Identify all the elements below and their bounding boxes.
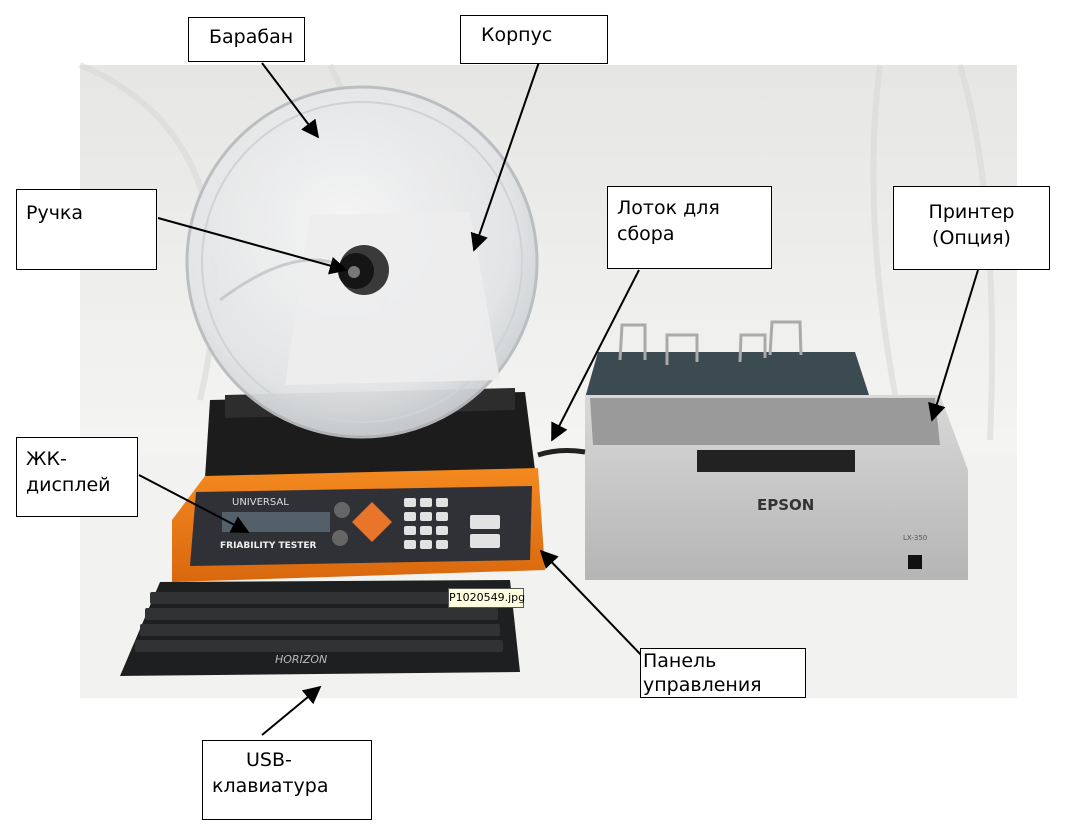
arrow-lcd: [138, 474, 250, 533]
label-keyboard-line2: клавиатура: [212, 775, 329, 797]
paper-guides: [618, 320, 803, 365]
control-panel-housing: UNIVERSAL FRIABILITY TESTER: [172, 468, 545, 582]
label-printer-line1: Принтер: [928, 201, 1015, 223]
label-tray-line1: Лоток для: [617, 197, 720, 219]
device-brand: UNIVERSAL: [232, 497, 289, 508]
label-keyboard-line1: USB-: [246, 749, 292, 771]
label-panel-line2: управления: [643, 674, 762, 696]
label-tray-line2: сбора: [617, 223, 675, 245]
label-control-panel: Панель управления: [640, 648, 806, 698]
label-printer-line2: (Опция): [932, 227, 1011, 249]
label-panel-line1: Панель: [643, 650, 717, 672]
label-collection-tray: Лоток для сбора: [607, 186, 772, 269]
label-handle: Ручка: [16, 189, 157, 270]
printer-model: LX-350: [903, 534, 927, 542]
usb-keyboard: HORIZON: [120, 580, 520, 676]
keyboard-brand: HORIZON: [275, 653, 327, 666]
label-lcd-display: ЖК- дисплей: [16, 437, 138, 517]
arrow-tray: [551, 269, 640, 442]
label-drum: Барабан: [188, 17, 305, 62]
direction-pad: [352, 502, 392, 542]
device-model: FRIABILITY TESTER: [220, 541, 317, 551]
label-drum-text: Барабан: [209, 26, 294, 48]
drum: [185, 85, 539, 439]
label-body-text: Корпус: [481, 24, 553, 46]
arrow-drum: [261, 62, 320, 139]
lcd-screen: [222, 512, 330, 532]
panel-knob: [332, 530, 348, 546]
pointer-arrows: [138, 61, 979, 736]
printer-power-switch: [908, 555, 922, 569]
filename-tooltip: P1020549.jpg: [448, 588, 525, 608]
label-body: Корпус: [460, 15, 608, 64]
arrow-printer: [928, 269, 979, 422]
label-handle-text: Ручка: [26, 202, 84, 224]
arrow-handle: [157, 217, 348, 275]
arrow-keyboard: [261, 685, 322, 736]
printer-brand: EPSON: [757, 496, 814, 514]
label-lcd-line1: ЖК-: [26, 448, 67, 470]
cable: [537, 448, 586, 458]
keypad: [404, 498, 500, 549]
arrow-body: [470, 61, 540, 252]
label-printer: Принтер (Опция): [893, 186, 1050, 270]
panel-knob: [334, 502, 350, 518]
arrow-panel: [539, 549, 645, 659]
label-usb-keyboard: USB- клавиатура: [202, 740, 372, 820]
label-lcd-line2: дисплей: [26, 474, 111, 496]
printer: EPSON LX-350: [537, 320, 968, 580]
printer-control-strip: [697, 450, 855, 472]
